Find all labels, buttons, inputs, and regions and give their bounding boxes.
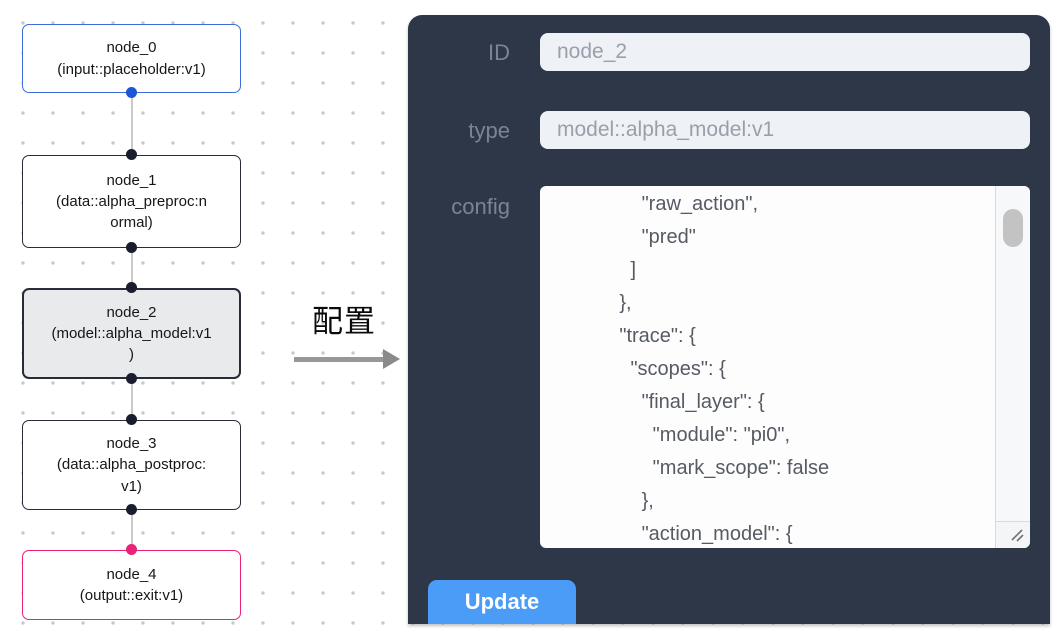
scrollbar-track[interactable] bbox=[995, 186, 1030, 521]
port-node2-in[interactable] bbox=[126, 282, 137, 293]
type-field-label: type bbox=[468, 118, 510, 143]
node-subtitle: (data::alpha_preproc:n ormal) bbox=[56, 192, 207, 232]
port-node0-out[interactable] bbox=[126, 87, 137, 98]
port-node3-in[interactable] bbox=[126, 414, 137, 425]
node-0[interactable]: node_0 (input::placeholder:v1) bbox=[22, 24, 241, 93]
node-title: node_0 bbox=[106, 39, 157, 57]
type-input[interactable] bbox=[540, 111, 1030, 149]
node-3[interactable]: node_3 (data::alpha_postproc: v1) bbox=[22, 420, 241, 510]
port-node2-out[interactable] bbox=[126, 373, 137, 384]
id-input[interactable] bbox=[540, 33, 1030, 71]
node-title: node_1 bbox=[106, 171, 157, 189]
node-subtitle: (input::placeholder:v1) bbox=[57, 60, 206, 78]
node-1[interactable]: node_1 (data::alpha_preproc:n ormal) bbox=[22, 155, 241, 248]
config-field-label: config bbox=[451, 194, 510, 219]
node-subtitle: (data::alpha_postproc: v1) bbox=[56, 456, 207, 495]
port-node4-in[interactable] bbox=[126, 544, 137, 555]
node-4[interactable]: node_4 (output::exit:v1) bbox=[22, 550, 241, 620]
scrollbar-thumb[interactable] bbox=[1003, 209, 1023, 247]
resize-grip-icon[interactable] bbox=[1008, 526, 1026, 544]
id-field-label: ID bbox=[488, 40, 510, 65]
node-2-selected[interactable]: node_2 (model::alpha_model:v1 ) bbox=[22, 288, 241, 379]
node-subtitle: (output::exit:v1) bbox=[79, 587, 184, 604]
node-title: node_2 bbox=[106, 303, 157, 321]
port-node1-out[interactable] bbox=[126, 242, 137, 253]
scrollbar-corner bbox=[995, 521, 1030, 548]
right-arrow-icon bbox=[288, 349, 400, 369]
config-json-text: "raw_action", "pred" ] }, "trace": { "sc… bbox=[619, 193, 830, 545]
node-title: node_3 bbox=[106, 435, 157, 453]
node-title: node_4 bbox=[106, 565, 157, 583]
transition-label: 配置 bbox=[312, 304, 376, 339]
port-node1-in[interactable] bbox=[126, 149, 137, 160]
update-button[interactable]: Update bbox=[428, 580, 576, 624]
pipeline-canvas: node_0 (input::placeholder:v1) node_1 (d… bbox=[0, 0, 300, 643]
config-textarea[interactable]: "raw_action", "pred" ] }, "trace": { "sc… bbox=[540, 186, 1030, 548]
transition-annotation: 配置 bbox=[288, 296, 400, 369]
port-node3-out[interactable] bbox=[126, 504, 137, 515]
node-config-panel: ID type config "raw_action", "pred" ] },… bbox=[408, 15, 1050, 624]
node-subtitle: (model::alpha_model:v1 ) bbox=[51, 324, 212, 364]
